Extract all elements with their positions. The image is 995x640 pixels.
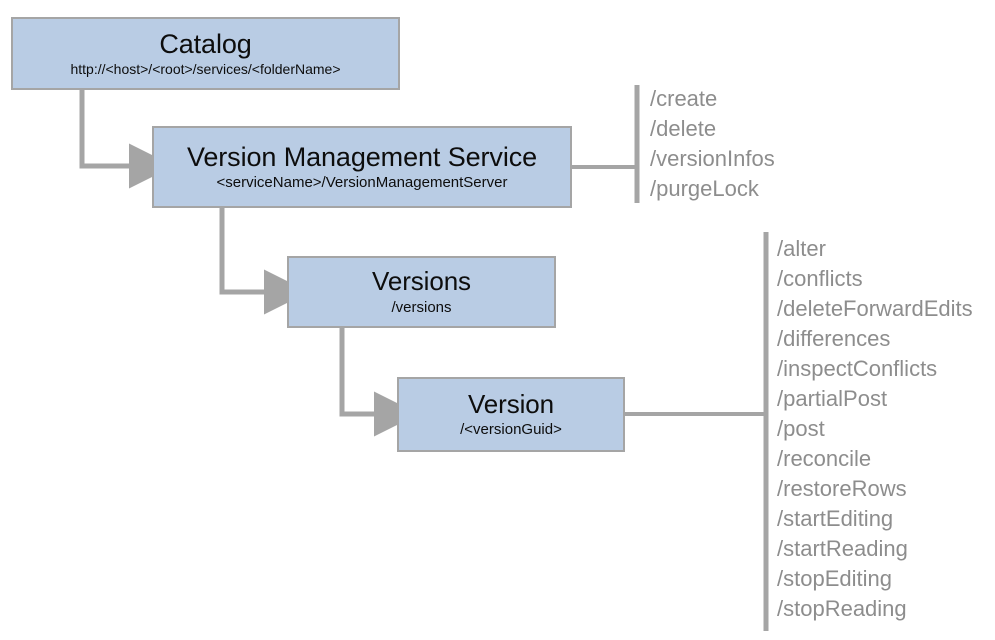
endpoint-item: /differences xyxy=(777,326,891,351)
endpoint-item: /versionInfos xyxy=(650,146,775,171)
node-versions-title: Versions xyxy=(372,266,471,297)
endpoint-item: /inspectConflicts xyxy=(777,356,938,381)
node-version-management-service-title: Version Management Service xyxy=(186,141,538,172)
connector-catalog-to-service xyxy=(79,90,174,189)
endpoint-item: /create xyxy=(650,86,718,111)
endpoint-item: /conflicts xyxy=(777,266,863,291)
endpoint-item: /startEditing xyxy=(777,506,894,531)
node-catalog[interactable]: Catalog http://<host>/<root>/services/<f… xyxy=(11,17,400,90)
endpoint-item: /partialPost xyxy=(777,386,888,411)
node-version-management-service[interactable]: Version Management Service <serviceName>… xyxy=(152,126,572,208)
endpoint-item: /stopEditing xyxy=(777,566,892,591)
node-version-management-service-path: <serviceName>/VersionManagementServer xyxy=(216,174,508,192)
endpoint-item: /alter xyxy=(777,236,826,261)
endpoint-list-version-operations: /alter/conflicts/deleteForwardEdits/diff… xyxy=(777,234,973,624)
endpoint-item: /restoreRows xyxy=(777,476,907,501)
node-versions[interactable]: Versions /versions xyxy=(287,256,556,328)
endpoint-item: /startReading xyxy=(777,536,908,561)
node-catalog-title: Catalog xyxy=(159,28,252,59)
connector-service-to-operations xyxy=(572,85,640,203)
endpoint-item: /delete xyxy=(650,116,717,141)
connector-version-to-operations xyxy=(625,232,769,631)
node-version[interactable]: Version /<versionGuid> xyxy=(397,377,625,452)
connector-service-to-versions xyxy=(219,208,309,315)
node-catalog-path: http://<host>/<root>/services/<folderNam… xyxy=(70,61,341,78)
node-version-title: Version xyxy=(467,388,555,419)
endpoint-item: /deleteForwardEdits xyxy=(777,296,973,321)
connector-versions-to-version xyxy=(339,328,419,437)
endpoint-item: /post xyxy=(777,416,825,441)
endpoint-item: /reconcile xyxy=(777,446,872,471)
endpoint-list-service-operations: /create/delete/versionInfos/purgeLock xyxy=(650,84,775,204)
endpoint-item: /purgeLock xyxy=(650,176,759,201)
endpoint-item: /stopReading xyxy=(777,596,907,621)
node-versions-path: /versions xyxy=(391,298,452,316)
node-version-path: /<versionGuid> xyxy=(460,421,562,439)
